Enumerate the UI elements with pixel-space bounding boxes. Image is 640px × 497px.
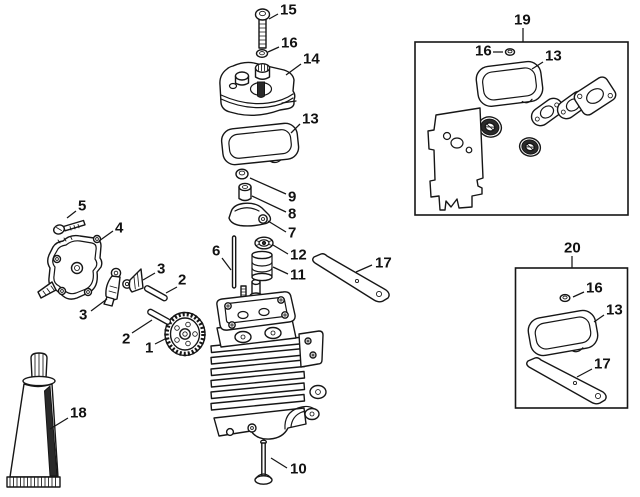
part-label-p1: 1 xyxy=(145,340,153,357)
part-label-p17: 17 xyxy=(375,255,392,272)
part-label-p14: 14 xyxy=(303,51,320,68)
rocker-3-left xyxy=(103,267,122,307)
valve-spring-11 xyxy=(251,250,273,282)
nut-9 xyxy=(235,168,249,180)
leader-line-p10 xyxy=(270,457,288,469)
part-label-p10: 10 xyxy=(290,461,307,478)
leader-line-k20-16 xyxy=(572,291,585,298)
leader-line-p3a xyxy=(142,272,156,281)
leader-line-p8 xyxy=(251,195,287,213)
spring-retainer-12 xyxy=(254,236,274,250)
part-label-p8: 8 xyxy=(288,206,296,223)
leader-line-p7 xyxy=(267,220,287,233)
leader-line-k19-13 xyxy=(531,61,544,70)
part-label-p11: 11 xyxy=(290,267,306,284)
part-label-p3a: 3 xyxy=(157,261,165,278)
screw-15 xyxy=(254,8,271,49)
leader-line-p4 xyxy=(98,230,114,242)
part-label-p5: 5 xyxy=(78,198,86,215)
part-label-p15: 15 xyxy=(280,2,297,19)
part-label-p13: 13 xyxy=(302,111,319,128)
rocker-3-right xyxy=(122,268,144,293)
tool-17 xyxy=(312,253,390,303)
part-label-k20: 20 xyxy=(564,240,581,257)
part-label-p16: 16 xyxy=(281,35,298,52)
leader-line-p17 xyxy=(355,264,373,273)
leader-line-k20-17 xyxy=(576,368,593,378)
valve-10 xyxy=(254,439,273,485)
part-label-p6: 6 xyxy=(212,243,220,260)
leader-line-p9 xyxy=(249,177,287,195)
part-label-p7: 7 xyxy=(288,225,296,242)
leader-line-k20-13 xyxy=(593,314,605,323)
kit-box-19 xyxy=(414,41,629,216)
cylinder-assembly xyxy=(210,278,327,440)
pin-2-lower xyxy=(147,308,172,325)
leader-line-p16 xyxy=(267,46,280,53)
washer-16 xyxy=(255,49,269,59)
part-label-p9: 9 xyxy=(288,189,296,206)
part-label-k19-13: 13 xyxy=(545,48,562,65)
part-label-p18: 18 xyxy=(70,405,87,422)
part-label-p2b: 2 xyxy=(122,331,130,348)
screw-5 xyxy=(52,219,86,235)
leader-line-p11 xyxy=(272,266,289,275)
rocker-arm-7 xyxy=(228,202,272,227)
cover-gasket-13 xyxy=(220,122,300,166)
rocker-cover-14 xyxy=(219,61,297,117)
part-label-k20-17: 17 xyxy=(594,356,611,373)
leader-line-p18 xyxy=(49,417,69,430)
pin-2-upper xyxy=(143,285,168,302)
leader-line-p12 xyxy=(272,244,289,255)
push-rod-6 xyxy=(231,235,237,289)
leader-line-p15 xyxy=(268,13,279,20)
part-label-p4: 4 xyxy=(115,220,124,237)
sealant-tube-18 xyxy=(6,352,61,488)
leader-line-p3b xyxy=(90,298,108,312)
part-label-k20-13: 13 xyxy=(606,302,623,319)
part-label-k20-16: 16 xyxy=(586,280,603,297)
leader-line-p2a xyxy=(165,286,178,294)
part-label-p12: 12 xyxy=(290,247,307,264)
part-label-k19: 19 xyxy=(514,12,531,29)
leader-line-p5 xyxy=(66,210,77,219)
leader-line-p13 xyxy=(290,123,301,134)
part-label-p3b: 3 xyxy=(79,307,87,324)
leader-line-p6 xyxy=(221,257,232,271)
part-label-p2a: 2 xyxy=(178,272,186,289)
leader-line-p2b xyxy=(131,319,153,334)
cam-cover-plate-4 xyxy=(37,234,103,300)
cam-gear-1 xyxy=(164,311,206,357)
adjuster-8 xyxy=(238,182,252,202)
leader-line-p1 xyxy=(154,337,168,345)
leader-line-p14 xyxy=(285,63,302,76)
part-label-k19-16: 16 xyxy=(475,43,492,60)
kit-19-contents xyxy=(427,48,617,211)
kit-20-contents xyxy=(526,293,607,405)
